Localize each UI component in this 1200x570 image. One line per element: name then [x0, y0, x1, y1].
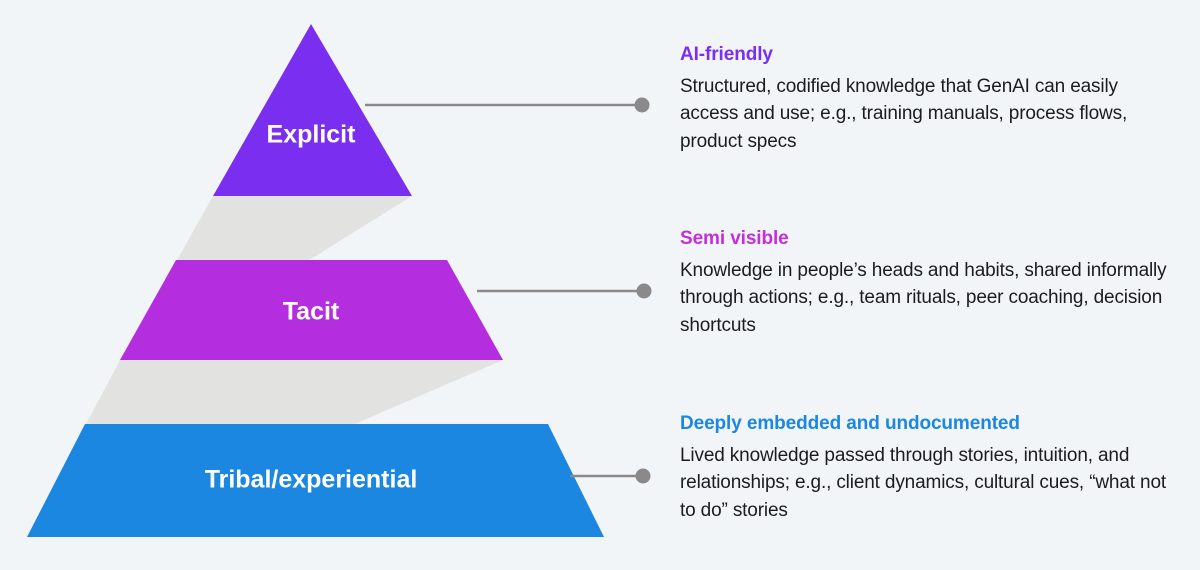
callout-tribal-experiential: Deeply embedded and undocumented Lived k…	[680, 413, 1180, 524]
callout-connector-explicit	[365, 97, 650, 113]
callout-connector-dot-tribal-experiential	[635, 468, 651, 484]
layer-shadow-lower	[85, 360, 503, 426]
pyramid-tier-explicit[interactable]	[213, 24, 412, 196]
pyramid-tier-label-tribal-experiential: Tribal/experiential	[205, 466, 418, 494]
pyramid-tier-tacit[interactable]	[120, 260, 503, 360]
layer-shadow-upper	[176, 196, 412, 262]
callout-connector-dot-explicit	[634, 97, 650, 113]
callout-description-tribal-experiential: Lived knowledge passed through stories, …	[680, 444, 1166, 521]
callout-description-tacit: Knowledge in people’s heads and habits, …	[680, 259, 1167, 336]
pyramid-tier-label-explicit: Explicit	[267, 121, 357, 149]
callout-connector-tribal-experiential	[570, 468, 651, 484]
callout-explicit: AI-friendly Structured, codified knowled…	[680, 44, 1180, 155]
callout-description-explicit: Structured, codified knowledge that GenA…	[680, 75, 1128, 152]
callout-heading-explicit: AI-friendly	[680, 44, 773, 65]
callout-tacit: Semi visible Knowledge in people’s heads…	[680, 228, 1180, 339]
pyramid-tier-label-tacit: Tacit	[283, 298, 340, 326]
callout-connector-tacit	[477, 283, 652, 299]
callout-connector-dot-tacit	[636, 283, 652, 299]
callout-heading-tacit: Semi visible	[680, 228, 789, 249]
callout-heading-tribal-experiential: Deeply embedded and undocumented	[680, 413, 1020, 434]
pyramid-tier-tribal-experiential[interactable]	[27, 424, 604, 537]
